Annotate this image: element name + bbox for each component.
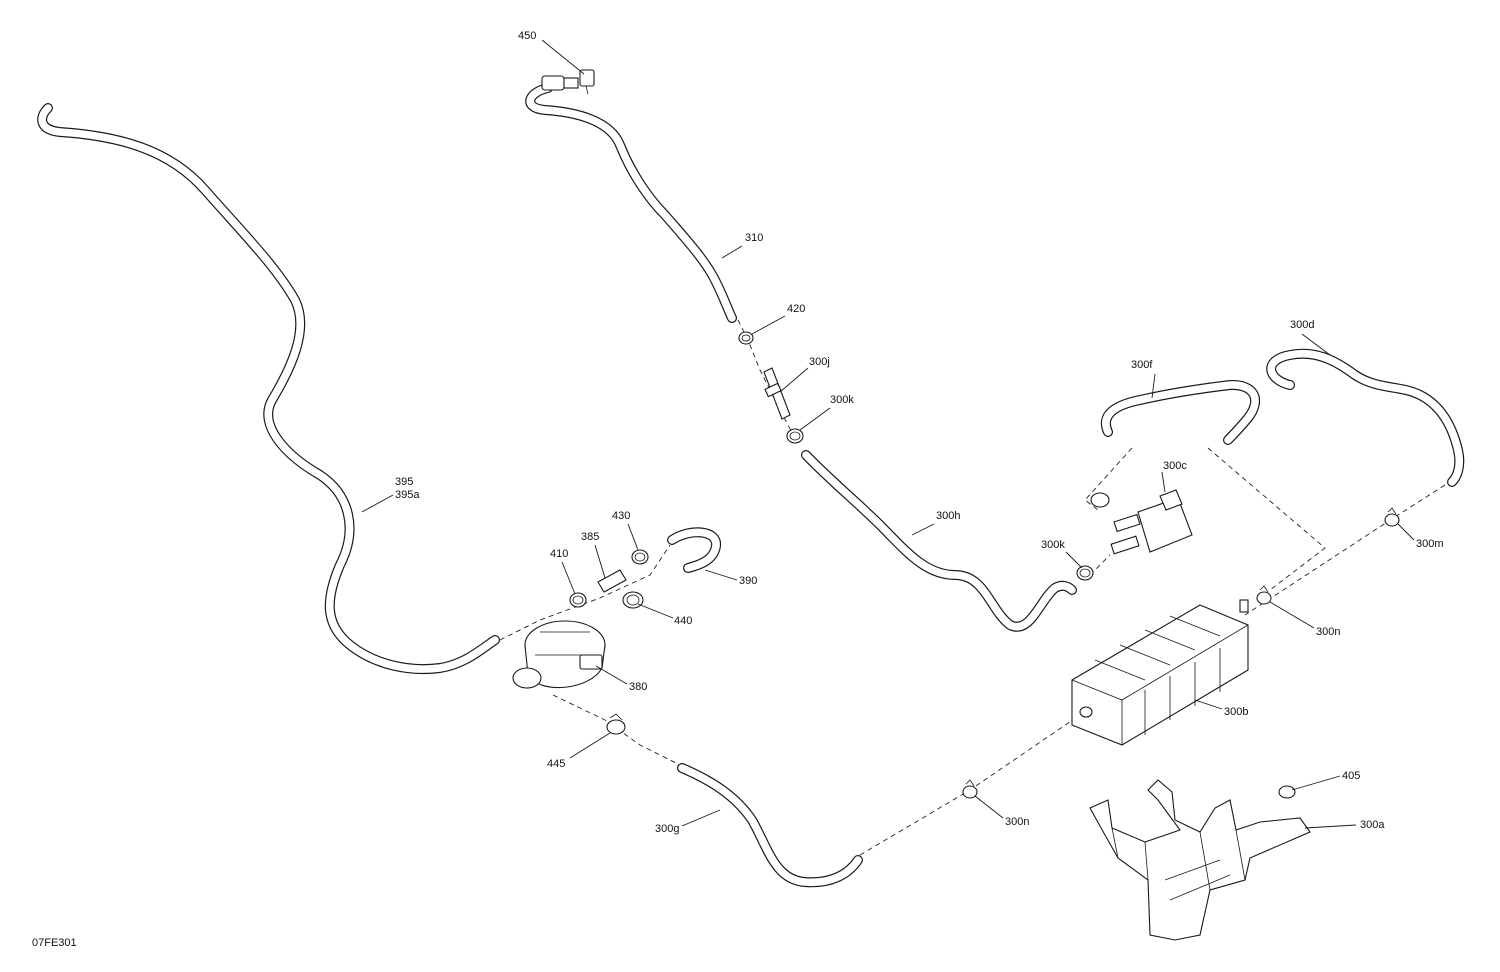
hose-300f: [1101, 380, 1261, 445]
clamp-300n-right: [1256, 585, 1272, 605]
bracket-300a: [1089, 779, 1311, 941]
clamp-300k-upper: [786, 428, 804, 444]
label-395a: 395a: [395, 489, 420, 501]
label-395: 395: [395, 476, 413, 488]
clamp-430: [631, 549, 649, 565]
label-310: 310: [745, 232, 763, 244]
dashed-routing: [499, 319, 1446, 856]
hose-300d: [1266, 348, 1465, 487]
connector-450: [541, 69, 595, 95]
label-410: 410: [550, 548, 568, 560]
leader-lines: [361, 39, 1415, 829]
label-300n-bottom: 300n: [1005, 816, 1029, 828]
callout-labels: 450 310 420 300j 300k 300d 300f 300c 300…: [395, 30, 1444, 835]
label-300c: 300c: [1163, 460, 1187, 472]
fitting-385: [597, 569, 627, 593]
label-300a: 300a: [1360, 819, 1385, 831]
clamp-300n-bottom: [962, 779, 978, 799]
clamp-300m: [1384, 507, 1400, 527]
label-300j: 300j: [809, 356, 830, 368]
clamp-420: [738, 331, 754, 345]
label-450: 450: [518, 30, 536, 42]
label-300k-upper: 300k: [830, 394, 854, 406]
canister-300b: [1071, 599, 1249, 746]
label-300k-lower: 300k: [1041, 539, 1065, 551]
hose-310: [525, 83, 737, 323]
label-420: 420: [787, 303, 805, 315]
pump-380: [512, 620, 606, 689]
clamp-445: [606, 713, 626, 735]
label-300f: 300f: [1131, 359, 1153, 371]
valve-300c: [1090, 489, 1193, 555]
hose-395: [37, 103, 500, 675]
plug-405: [1278, 785, 1296, 799]
label-300d: 300d: [1290, 319, 1314, 331]
label-380: 380: [629, 681, 647, 693]
label-445: 445: [547, 758, 565, 770]
label-300b: 300b: [1224, 706, 1248, 718]
hose-300g: [677, 763, 863, 888]
label-390: 390: [739, 575, 757, 587]
clamp-300k-lower: [1076, 565, 1094, 581]
label-300g: 300g: [655, 823, 679, 835]
label-440: 440: [674, 615, 692, 627]
fitting-300j: [763, 367, 791, 420]
hose-390: [667, 527, 721, 573]
label-405: 405: [1342, 770, 1360, 782]
clamp-410: [569, 592, 587, 608]
label-300h: 300h: [936, 510, 960, 522]
label-430: 430: [612, 510, 630, 522]
label-300m: 300m: [1416, 538, 1444, 550]
label-385: 385: [581, 531, 599, 543]
hose-300h: [801, 450, 1077, 632]
clamp-440: [622, 591, 644, 609]
label-300n-right: 300n: [1316, 626, 1340, 638]
figure-code: 07FE301: [32, 937, 77, 949]
